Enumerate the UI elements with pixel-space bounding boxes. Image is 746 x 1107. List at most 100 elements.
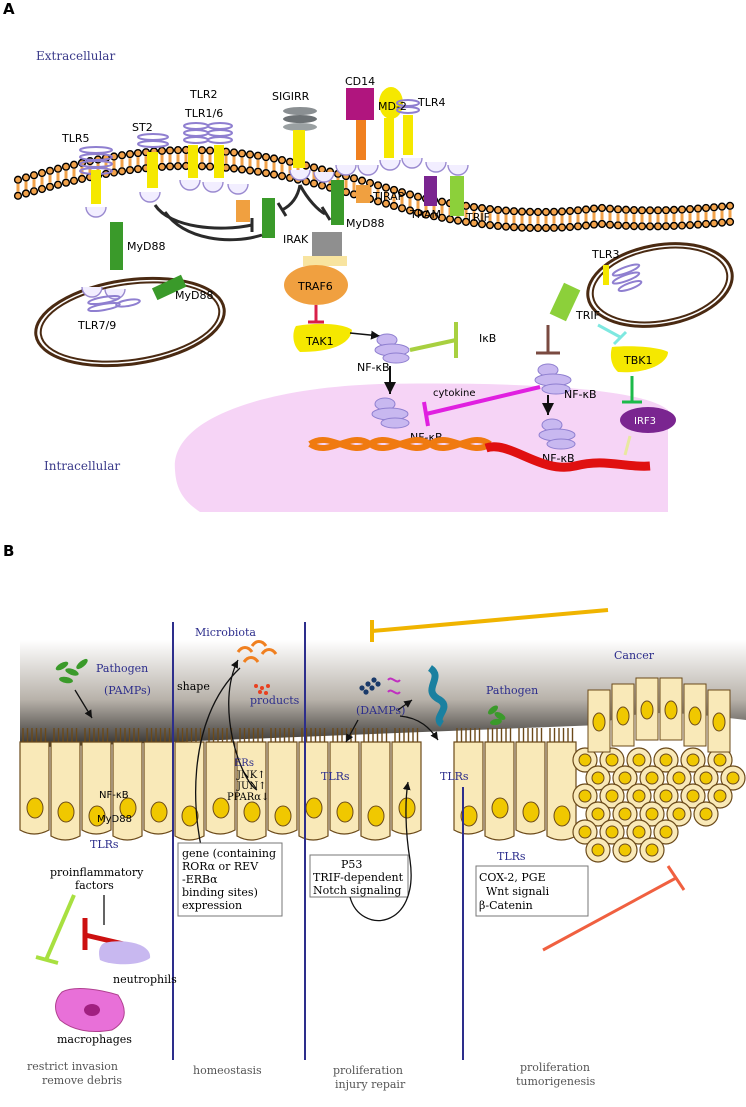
pathogen-right-label: Pathogen (486, 684, 538, 697)
products-icon (254, 684, 270, 695)
tlr4-complex: CD14 MD-2 TLR4 (345, 75, 446, 160)
tak1-label: TAK1 (305, 335, 334, 348)
jun-label: JUN↑ (236, 781, 267, 792)
nfkb-c-label: NF-κB (564, 388, 597, 401)
dna-red (484, 442, 651, 472)
sigirr-receptor: SIGIRR (272, 90, 317, 168)
p53-box-line-1: P53 (341, 858, 362, 871)
tlrs-3-label: TLRs (440, 770, 469, 783)
tlr2-label: TLR2 (189, 88, 218, 101)
shape-label: shape (177, 680, 210, 693)
tram-label: TRAM (409, 208, 441, 221)
proinflammatory-label-1: proinflammatory (50, 866, 144, 879)
tlr2-tlr16-receptor: TLR2 TLR1/6 (183, 88, 233, 178)
extracellular-label: Extracellular (36, 49, 115, 63)
products-label: products (250, 694, 300, 707)
pathogen-right-icon (488, 705, 506, 726)
ppar-label: PPARα↓ (227, 792, 269, 803)
gene-box-line-3: -ERBα (182, 873, 218, 886)
myd88-c-label: MyD88 (175, 289, 213, 302)
cox-box-line-1: COX-2, PGE (479, 871, 546, 884)
lumen (20, 640, 746, 748)
cox-box-line-2: Wnt signali (486, 885, 550, 898)
tlr5-label: TLR5 (61, 132, 90, 145)
damps-label: (DAMPs) (356, 704, 405, 717)
irf3-label: IRF3 (634, 416, 656, 427)
tlrs-4-label: TLRs (497, 850, 526, 863)
p53-box-line-2: TRIF-dependent (313, 871, 404, 884)
inhibition-links (153, 184, 332, 242)
panel-a: A Extracellular Intracellular TLR5 (3, 0, 735, 512)
tak1 (293, 323, 352, 352)
gene-box (177, 842, 283, 917)
tlrs-1-label: TLRs (90, 838, 119, 851)
panel-a-letter: A (3, 0, 15, 18)
tbk1 (610, 346, 668, 373)
nfkb-complex-c (534, 363, 572, 395)
nfkb-complex-a (374, 333, 410, 364)
cancer-cells (572, 677, 746, 863)
tlrs-2-label: TLRs (321, 770, 350, 783)
pathogen-left-label: Pathogen (96, 662, 148, 675)
tbk1-label: TBK1 (623, 354, 652, 367)
gene-box-line-4: binding sites) (182, 886, 258, 899)
jnk-label: JNK↑ (236, 770, 266, 781)
proinflammatory-label-2: factors (75, 879, 114, 892)
tlr3-label: TLR3 (591, 248, 620, 261)
epithelium (19, 728, 577, 841)
ikb-label: IκB (479, 332, 496, 345)
trif-endo-label: TRIF (575, 309, 600, 322)
nfkb-complex-d (538, 418, 576, 450)
md2-label: MD-2 (378, 100, 407, 113)
cox-box-line-3: β-Catenin (479, 899, 533, 912)
panel-b: B Pathogen (PAMPs) NF-κB MyD88 TLRs proi… (3, 542, 746, 1091)
tlr3-receptor (611, 263, 643, 292)
macrophages-label: macrophages (57, 1033, 132, 1046)
panel-b-letter: B (3, 542, 14, 560)
pamps-label: (PAMPs) (104, 684, 151, 697)
cd14-label: CD14 (345, 75, 375, 88)
tlr16-label: TLR1/6 (184, 107, 223, 120)
irak-label: IRAK (283, 233, 309, 246)
nfkb-a-label: NF-κB (357, 361, 390, 374)
intracellular-label: Intracellular (44, 459, 120, 473)
caption-1-line-2: remove debris (42, 1074, 122, 1087)
irf3 (620, 407, 676, 433)
tirap-label: TIRAP (372, 190, 405, 203)
sigirr-label: SIGIRR (272, 90, 310, 103)
caption-4-line-1: proliferation (520, 1061, 590, 1074)
dna-orange (308, 436, 492, 452)
caption-3-line-2: injury repair (335, 1078, 406, 1091)
endosome-tlr79 (34, 276, 226, 368)
st2-receptor: ST2 (132, 121, 169, 188)
caption-2: homeostasis (193, 1064, 262, 1077)
gene-box-line-5: expression (182, 899, 242, 912)
tlr5-receptor: TLR5 (61, 132, 113, 204)
neutrophil (99, 941, 151, 965)
st2-label: ST2 (132, 121, 153, 134)
microbiota-icon (236, 640, 278, 663)
gene-box-line-2: RORα or REV (182, 860, 259, 873)
pathogen-icon (55, 658, 88, 684)
cytokine-label: cytokine (433, 388, 476, 399)
tlr79-label: TLR7/9 (77, 319, 116, 332)
myd88-b-label: MyD88 (97, 814, 132, 825)
tlr4-label: TLR4 (417, 96, 446, 109)
ers-label: ERs (234, 758, 254, 769)
myd88-b-label: MyD88 (346, 217, 384, 230)
myd88-a-label: MyD88 (127, 240, 165, 253)
nfkb-complex-b (371, 397, 410, 429)
gene-box-line-1: gene (containing (182, 847, 276, 860)
cancer-label: Cancer (614, 649, 655, 662)
damps-icon (359, 665, 448, 727)
nfkb-b-label: NF-κB (99, 790, 129, 801)
traf6 (284, 265, 348, 305)
cox-box (475, 865, 589, 917)
endosome-tlr3 (586, 242, 734, 328)
caption-1-line-1: restrict invasion (27, 1060, 118, 1073)
p53-box (309, 854, 409, 898)
p53-box-line-3: Notch signaling (313, 884, 401, 897)
microbiota-label: Microbiota (195, 626, 256, 639)
tir-domains (81, 157, 469, 300)
caption-3-line-1: proliferation (333, 1064, 403, 1077)
